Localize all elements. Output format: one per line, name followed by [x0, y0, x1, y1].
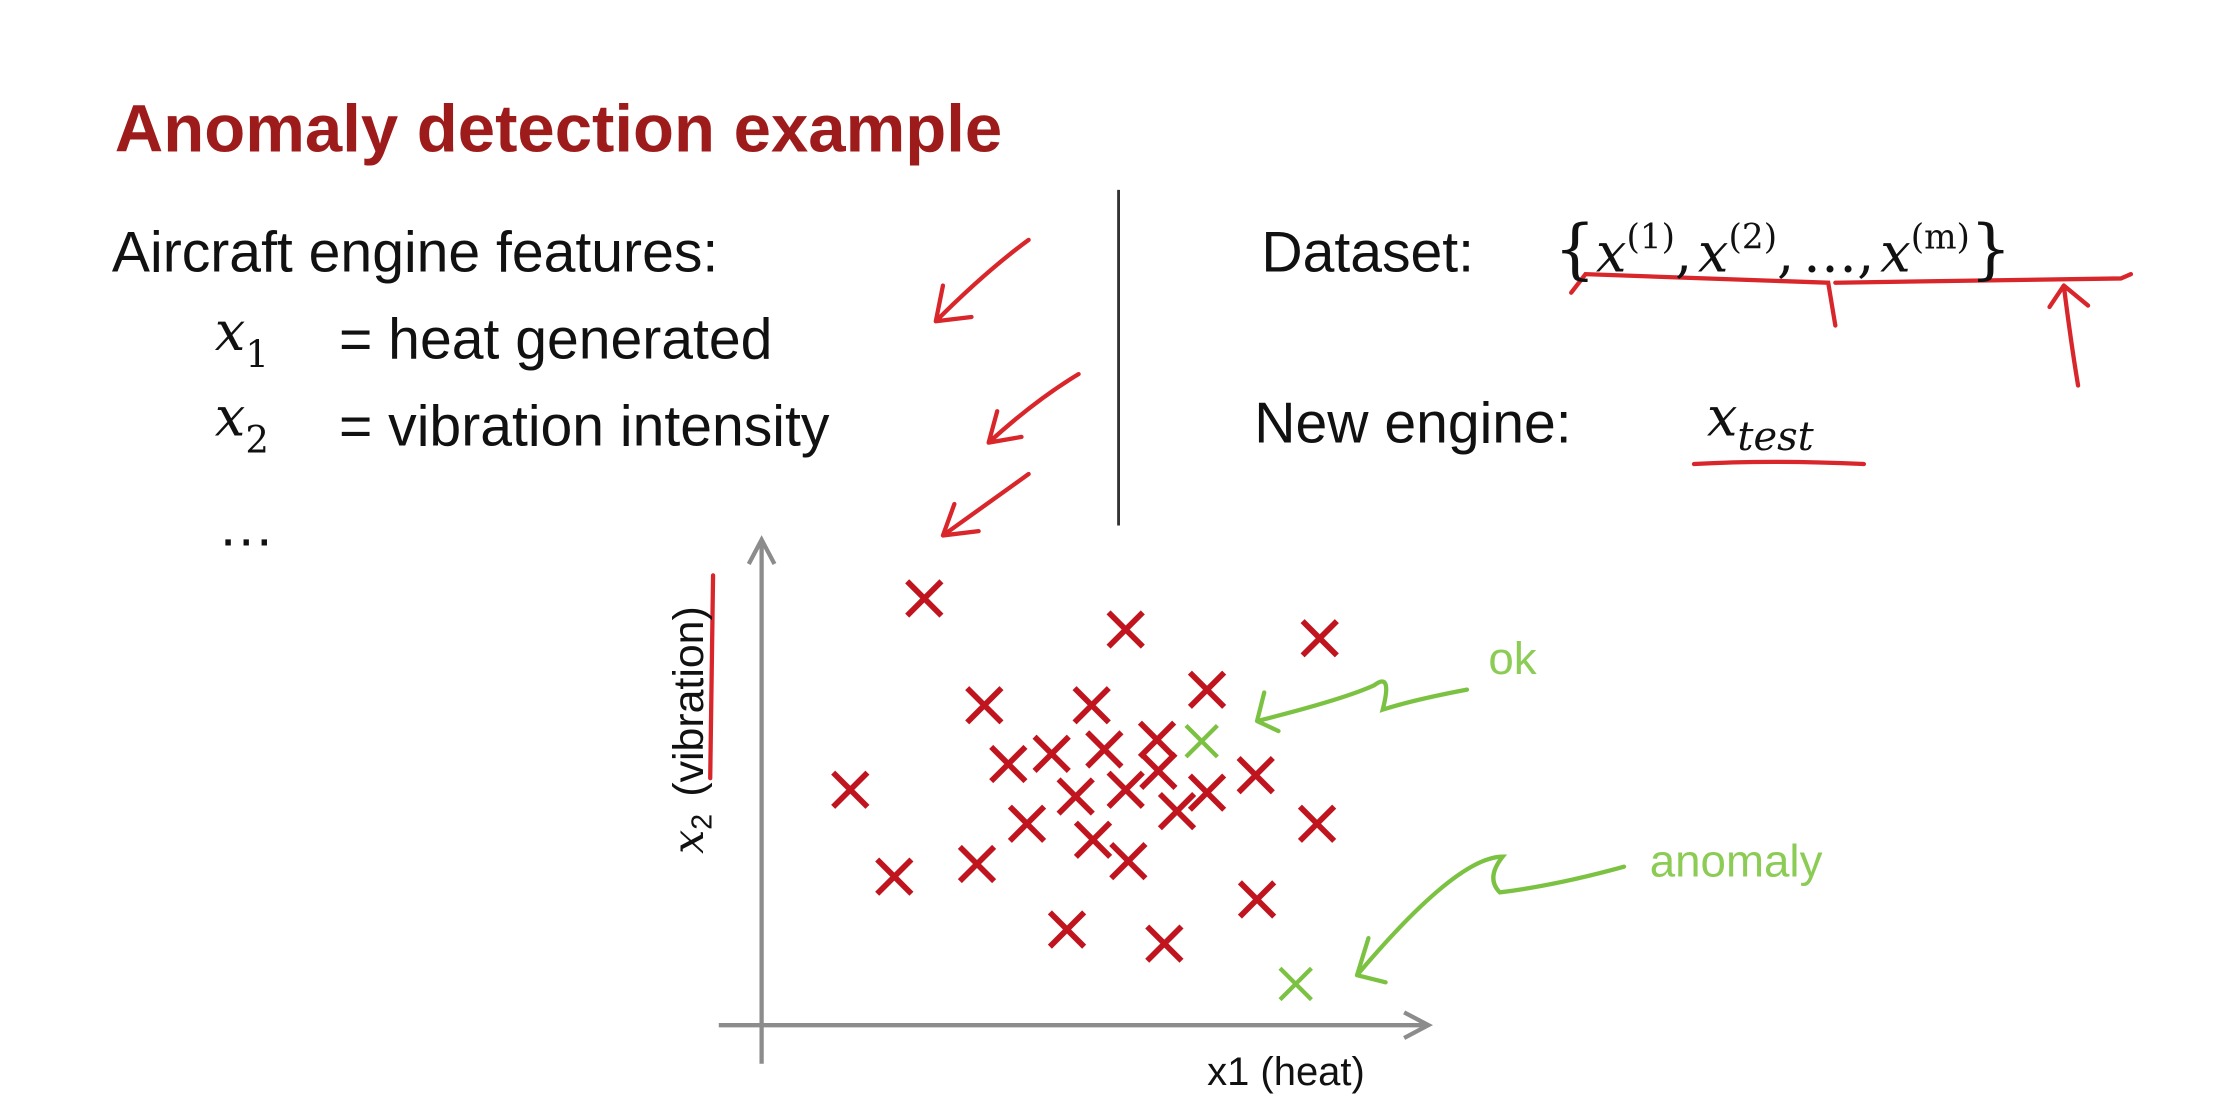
red-arrow-annotations — [708, 237, 2134, 781]
data-point-marker — [989, 744, 1028, 784]
data-point-marker — [1187, 773, 1227, 812]
data-point-marker — [1237, 880, 1277, 919]
data-point-marker — [905, 579, 944, 618]
data-point-marker — [1085, 730, 1124, 769]
data-point-marker — [1157, 791, 1197, 831]
data-point-marker — [1106, 770, 1145, 809]
features-heading: Aircraft engine features: — [112, 220, 718, 284]
feature-x2-desc: = vibration intensity — [339, 394, 830, 458]
data-point-marker — [1145, 924, 1184, 963]
data-point-marker — [1300, 619, 1339, 658]
x-axis — [718, 1010, 1433, 1040]
data-point-marker — [1007, 804, 1047, 843]
x-axis-label: x1 (heat) — [1207, 1050, 1365, 1094]
data-point-marker — [1236, 756, 1275, 795]
data-point-marker — [965, 686, 1004, 725]
feature-x2-var: x2 — [215, 385, 269, 461]
data-point-marker — [957, 844, 997, 884]
green-arrows — [1254, 679, 1627, 985]
dataset-set: {x(1),x(2),…,x(m)} — [1554, 211, 2012, 287]
data-point-marker — [1032, 734, 1071, 773]
x-test: xtest — [1707, 385, 1815, 459]
test-point-marker — [1184, 723, 1219, 759]
feature-x1-var: x1 — [215, 300, 269, 376]
data-point-marker — [1047, 910, 1087, 949]
scatter-chart: x1 (heat) x2(vibration) ok anomaly — [664, 535, 1823, 1094]
data-point-marker — [1139, 751, 1178, 790]
annotation-anomaly: anomaly — [1650, 836, 1823, 887]
data-point-marker — [875, 857, 914, 896]
data-point-marker — [1137, 720, 1177, 759]
data-point-marker — [1297, 804, 1337, 843]
data-point-marker — [1073, 820, 1113, 859]
data-point-marker — [1072, 686, 1111, 725]
data-point-marker — [1106, 610, 1145, 649]
slide-title: Anomaly detection example — [115, 91, 1002, 166]
y-axis — [746, 535, 777, 1064]
features-ellipsis: … — [218, 494, 275, 558]
annotation-ok: ok — [1488, 633, 1536, 684]
y-axis-label: x2(vibration) — [664, 606, 719, 854]
data-point-marker — [1056, 777, 1095, 816]
data-point-marker — [1187, 670, 1227, 709]
data-point-marker — [1109, 841, 1148, 881]
new-engine-label: New engine: — [1254, 392, 1571, 456]
test-point-marker — [1278, 966, 1313, 1002]
dataset-label: Dataset: — [1261, 220, 1474, 284]
feature-x1-desc: = heat generated — [339, 307, 772, 371]
data-point-marker — [831, 770, 870, 809]
